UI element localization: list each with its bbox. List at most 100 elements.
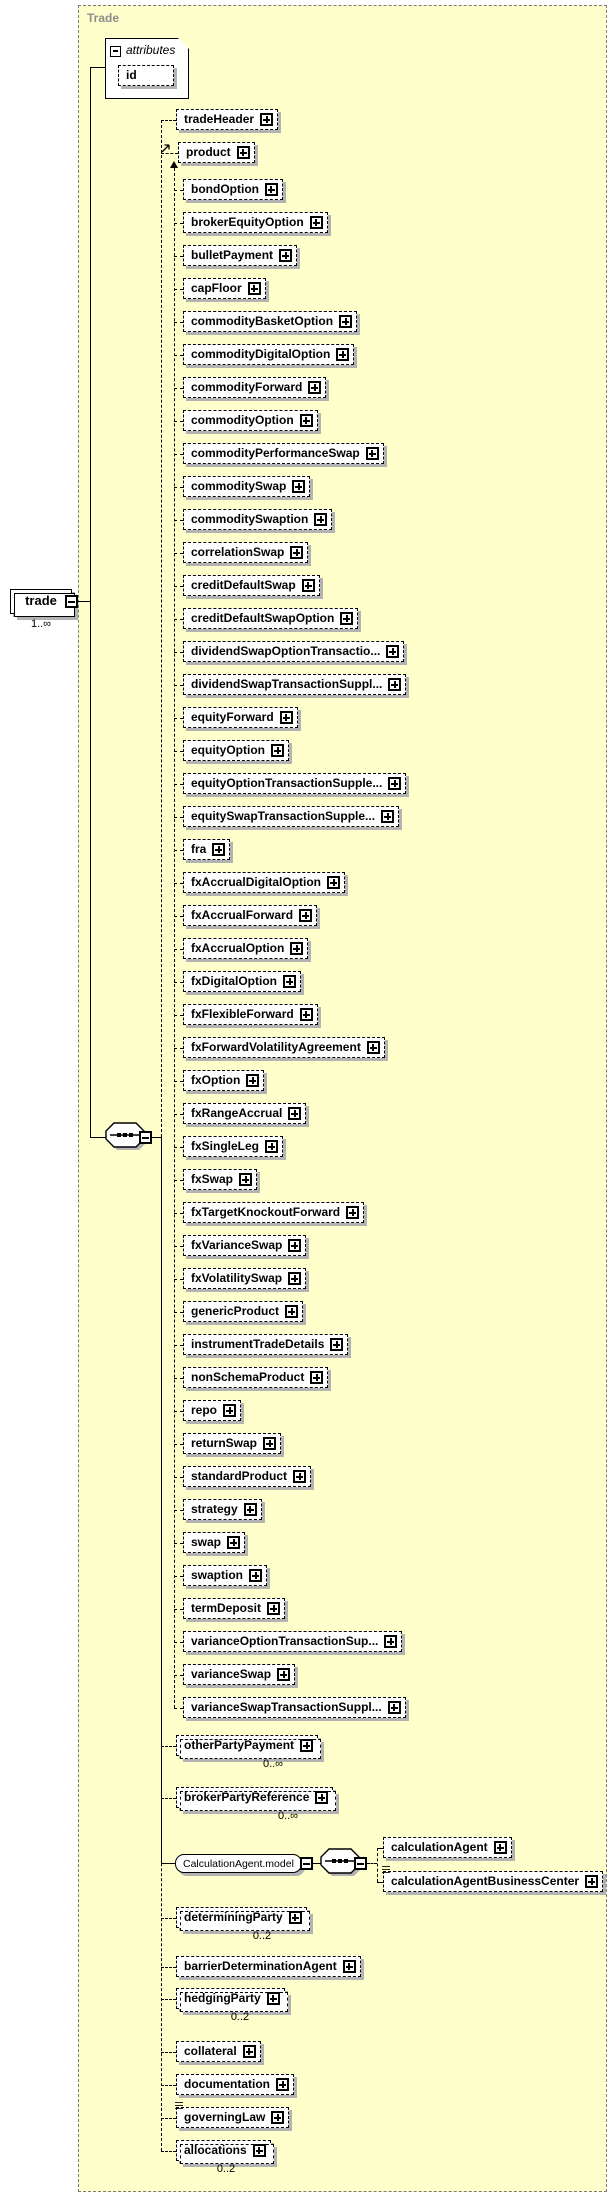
expand-icon[interactable] <box>290 942 304 955</box>
expand-icon[interactable] <box>292 480 306 493</box>
collapse-icon[interactable] <box>300 1857 313 1870</box>
element-governingLaw[interactable]: governingLaw <box>175 2102 290 2128</box>
element-barrierDeterminationAgent[interactable]: barrierDeterminationAgent <box>176 1956 361 1977</box>
expand-icon[interactable] <box>246 1074 260 1087</box>
expand-icon[interactable] <box>330 1338 344 1351</box>
expand-icon[interactable] <box>271 744 284 757</box>
element-instrumentTradeDetails[interactable]: instrumentTradeDetails <box>183 1334 349 1355</box>
expand-icon[interactable] <box>387 1701 401 1714</box>
expand-icon[interactable] <box>288 1239 302 1252</box>
element-fxAccrualForward[interactable]: fxAccrualForward <box>183 905 318 926</box>
element-fxRangeAccrual[interactable]: fxRangeAccrual <box>183 1103 307 1124</box>
element-commodityPerformanceSwap[interactable]: commodityPerformanceSwap <box>183 443 384 464</box>
element-fxForwardVolatilityAgreement[interactable]: fxForwardVolatilityAgreement <box>183 1037 385 1058</box>
expand-icon[interactable] <box>249 1569 263 1582</box>
element-swap[interactable]: swap <box>183 1532 246 1553</box>
element-otherPartyPayment[interactable]: otherPartyPayment <box>176 1735 322 1759</box>
expand-icon[interactable] <box>342 1960 356 1973</box>
collapse-icon[interactable] <box>354 1857 367 1870</box>
group-CalculationAgent-model[interactable]: CalculationAgent.model <box>175 1854 302 1873</box>
expand-icon[interactable] <box>285 1305 299 1318</box>
expand-icon[interactable] <box>252 2144 266 2157</box>
attribute-id[interactable]: id <box>118 65 174 86</box>
element-documentation[interactable]: documentation <box>176 2074 294 2095</box>
expand-icon[interactable] <box>263 1437 277 1450</box>
element-creditDefaultSwap[interactable]: creditDefaultSwap <box>183 575 320 596</box>
element-fxVolatilitySwap[interactable]: fxVolatilitySwap <box>183 1268 307 1289</box>
element-fxOption[interactable]: fxOption <box>183 1070 265 1091</box>
element-fxAccrualDigitalOption[interactable]: fxAccrualDigitalOption <box>183 872 346 893</box>
element-swaption[interactable]: swaption <box>183 1565 268 1586</box>
expand-icon[interactable] <box>388 777 402 790</box>
element-nonSchemaProduct[interactable]: nonSchemaProduct <box>183 1367 329 1388</box>
expand-icon[interactable] <box>276 2078 289 2091</box>
element-varianceOptionTransactionSup[interactable]: varianceOptionTransactionSup... <box>183 1631 403 1652</box>
collapse-icon[interactable] <box>139 1131 152 1144</box>
element-commodityForward[interactable]: commodityForward <box>183 377 327 398</box>
expand-icon[interactable] <box>299 414 313 427</box>
element-capFloor[interactable]: capFloor <box>183 278 266 299</box>
element-collateral[interactable]: collateral <box>176 2041 261 2062</box>
expand-icon[interactable] <box>247 282 261 295</box>
expand-icon[interactable] <box>327 876 341 889</box>
expand-icon[interactable] <box>585 1875 599 1888</box>
expand-icon[interactable] <box>339 315 353 328</box>
element-dividendSwapOptionTransactio[interactable]: dividendSwapOptionTransactio... <box>183 641 405 662</box>
expand-icon[interactable] <box>271 2111 285 2124</box>
element-commodityDigitalOption[interactable]: commodityDigitalOption <box>183 344 355 365</box>
element-equityOption[interactable]: equityOption <box>183 740 289 761</box>
expand-icon[interactable] <box>267 1602 281 1615</box>
element-bulletPayment[interactable]: bulletPayment <box>183 245 298 266</box>
expand-icon[interactable] <box>288 1272 302 1285</box>
element-termDeposit[interactable]: termDeposit <box>183 1598 286 1619</box>
element-bondOption[interactable]: bondOption <box>183 179 283 200</box>
element-calculationAgentBusinessCenter[interactable]: calculationAgentBusinessCenter <box>382 1866 604 1892</box>
element-fxDigitalOption[interactable]: fxDigitalOption <box>183 971 301 992</box>
expand-icon[interactable] <box>242 2045 256 2058</box>
expand-icon[interactable] <box>365 447 379 460</box>
expand-icon[interactable] <box>265 1140 279 1153</box>
expand-icon[interactable] <box>346 1206 360 1219</box>
element-creditDefaultSwapOption[interactable]: creditDefaultSwapOption <box>183 608 359 629</box>
element-commodityBasketOption[interactable]: commodityBasketOption <box>183 311 358 332</box>
element-fxSwap[interactable]: fxSwap <box>183 1169 258 1190</box>
sequence-icon[interactable] <box>105 1122 149 1158</box>
element-commodityOption[interactable]: commodityOption <box>183 410 318 431</box>
expand-icon[interactable] <box>340 612 354 625</box>
expand-icon[interactable] <box>288 1107 302 1120</box>
element-determiningParty[interactable]: determiningParty <box>176 1907 310 1931</box>
expand-icon[interactable] <box>264 183 278 196</box>
expand-icon[interactable] <box>315 1791 329 1804</box>
expand-icon[interactable] <box>310 1371 324 1384</box>
expand-icon[interactable] <box>290 546 304 559</box>
element-varianceSwapTransactionSuppl[interactable]: varianceSwapTransactionSuppl... <box>183 1697 406 1718</box>
element-commoditySwaption[interactable]: commoditySwaption <box>183 509 333 530</box>
element-varianceSwap[interactable]: varianceSwap <box>183 1664 296 1685</box>
expand-icon[interactable] <box>293 1470 307 1483</box>
element-hedgingParty[interactable]: hedgingParty <box>176 1988 288 2012</box>
element-allocations[interactable]: allocations <box>176 2140 274 2164</box>
element-fra[interactable]: fra <box>183 839 231 860</box>
element-equitySwapTransactionSupple[interactable]: equitySwapTransactionSupple... <box>183 806 400 827</box>
element-dividendSwapTransactionSuppl[interactable]: dividendSwapTransactionSuppl... <box>183 674 407 695</box>
element-calculationAgent[interactable]: calculationAgent <box>383 1837 512 1858</box>
expand-icon[interactable] <box>384 1635 398 1648</box>
expand-icon[interactable] <box>266 1992 280 2005</box>
expand-icon[interactable] <box>212 843 226 856</box>
expand-icon[interactable] <box>381 810 395 823</box>
element-genericProduct[interactable]: genericProduct <box>183 1301 304 1322</box>
element-product[interactable]: product <box>178 142 255 163</box>
expand-icon[interactable] <box>279 711 293 724</box>
expand-icon[interactable] <box>300 1739 314 1752</box>
expand-icon[interactable] <box>299 1008 313 1021</box>
element-correlationSwap[interactable]: correlationSwap <box>183 542 309 563</box>
element-fxTargetKnockoutForward[interactable]: fxTargetKnockoutForward <box>183 1202 365 1223</box>
element-standardProduct[interactable]: standardProduct <box>183 1466 312 1487</box>
element-fxFlexibleForward[interactable]: fxFlexibleForward <box>183 1004 318 1025</box>
expand-icon[interactable] <box>283 975 296 988</box>
collapse-icon[interactable] <box>65 595 78 608</box>
expand-icon[interactable] <box>309 216 323 229</box>
element-returnSwap[interactable]: returnSwap <box>183 1433 282 1454</box>
element-commoditySwap[interactable]: commoditySwap <box>183 476 311 497</box>
expand-icon[interactable] <box>314 513 328 526</box>
